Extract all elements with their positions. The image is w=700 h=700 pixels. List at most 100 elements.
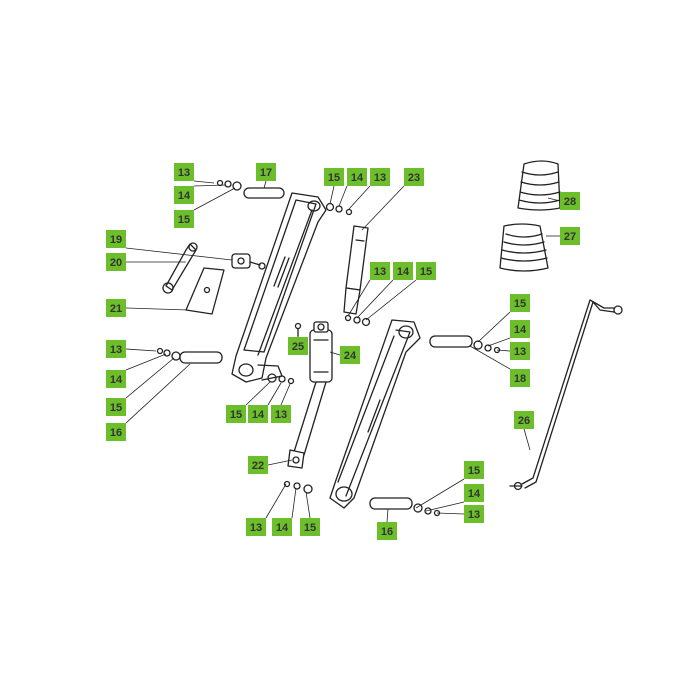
fasteners-top-left (216, 179, 242, 191)
callout-27: 27 (560, 227, 580, 245)
leader-line-13 (496, 349, 511, 352)
callout-box (174, 163, 194, 181)
callout-number: 15 (304, 522, 316, 534)
fasteners-mid (267, 373, 295, 385)
callout-number: 16 (110, 427, 122, 439)
callout-14: 14 (272, 518, 292, 536)
bellows-27 (499, 223, 549, 272)
leader-line-14 (356, 279, 394, 319)
callout-13: 13 (271, 405, 291, 423)
callout-box (248, 405, 268, 423)
callout-number: 15 (514, 298, 526, 310)
callout-number: 14 (351, 172, 364, 184)
leader-line-16 (125, 363, 191, 424)
callout-15: 15 (324, 168, 344, 186)
callout-box (300, 518, 320, 536)
long-rod-26 (509, 299, 623, 491)
bellows-28 (517, 160, 561, 211)
cylinder-24 (309, 321, 333, 383)
leader-line-13 (125, 348, 157, 352)
callout-13: 13 (510, 342, 530, 360)
leader-line-26 (523, 428, 531, 451)
piston-rod-22 (287, 381, 327, 469)
callout-number: 26 (518, 415, 530, 427)
callout-number: 14 (468, 488, 481, 500)
callout-13: 13 (370, 262, 390, 280)
callout-box (272, 518, 292, 536)
leader-line-24 (329, 351, 341, 356)
callout-number: 19 (110, 234, 122, 246)
callout-number: 13 (110, 344, 122, 356)
leader-line-15 (329, 185, 335, 205)
callout-24: 24 (340, 346, 360, 364)
callout-13: 13 (106, 340, 126, 358)
leader-line-17 (263, 180, 267, 189)
callout-number: 15 (328, 172, 340, 184)
callout-15: 15 (174, 210, 194, 228)
callout-number: 25 (292, 341, 304, 353)
callout-13: 13 (246, 518, 266, 536)
leader-line-14 (125, 353, 167, 371)
callout-box (106, 370, 126, 388)
callout-box (560, 227, 580, 245)
leader-line-14 (267, 382, 282, 406)
callout-13: 13 (464, 505, 484, 523)
callout-15: 15 (464, 461, 484, 479)
leader-line-23 (361, 185, 405, 231)
callout-box (404, 168, 424, 186)
callout-number: 13 (178, 167, 190, 179)
leader-line-18 (469, 345, 511, 370)
leader-line-16 (386, 508, 389, 523)
callout-number: 14 (252, 409, 265, 421)
callout-number: 14 (178, 190, 191, 202)
callout-box (370, 262, 390, 280)
cover-plate-21 (185, 267, 225, 315)
callout-number: 13 (250, 522, 262, 534)
parts-drawing (156, 160, 623, 517)
callout-box (464, 461, 484, 479)
callout-13: 13 (174, 163, 194, 181)
leader-lines (125, 180, 561, 523)
callout-number: 13 (374, 266, 386, 278)
callout-19: 19 (106, 230, 126, 248)
callout-20: 20 (106, 253, 126, 271)
callout-number: 13 (275, 409, 287, 421)
leader-line-13 (265, 483, 287, 519)
callout-box (174, 186, 194, 204)
callout-15: 15 (226, 405, 246, 423)
leader-line-15 (245, 381, 271, 406)
callout-box (514, 411, 534, 429)
callout-box (416, 262, 436, 280)
callout-14: 14 (347, 168, 367, 186)
callout-14: 14 (510, 320, 530, 338)
leader-line-15 (415, 478, 465, 509)
callout-number: 13 (374, 172, 386, 184)
leader-line-22 (267, 459, 293, 466)
callout-28: 28 (560, 192, 580, 210)
callout-25: 25 (288, 337, 308, 355)
callout-14: 14 (248, 405, 268, 423)
callout-14: 14 (174, 186, 194, 204)
leader-line-13 (193, 180, 215, 184)
callout-number: 17 (260, 167, 272, 179)
callout-box (256, 163, 276, 181)
callout-box (271, 405, 291, 423)
callout-18: 18 (510, 369, 530, 387)
leader-line-13 (348, 185, 371, 210)
pin-16-left (156, 347, 223, 364)
callout-box (464, 484, 484, 502)
leader-line-13 (436, 512, 465, 515)
callout-box (510, 294, 530, 312)
callout-box (106, 230, 126, 248)
leader-line-13 (347, 279, 371, 317)
callout-number: 14 (397, 266, 410, 278)
right-lift-arm (329, 319, 421, 509)
callout-box (464, 505, 484, 523)
callout-box (106, 299, 126, 317)
leader-line-14 (338, 185, 348, 207)
callout-number: 18 (514, 373, 526, 385)
callout-box (510, 320, 530, 338)
callout-box (560, 192, 580, 210)
